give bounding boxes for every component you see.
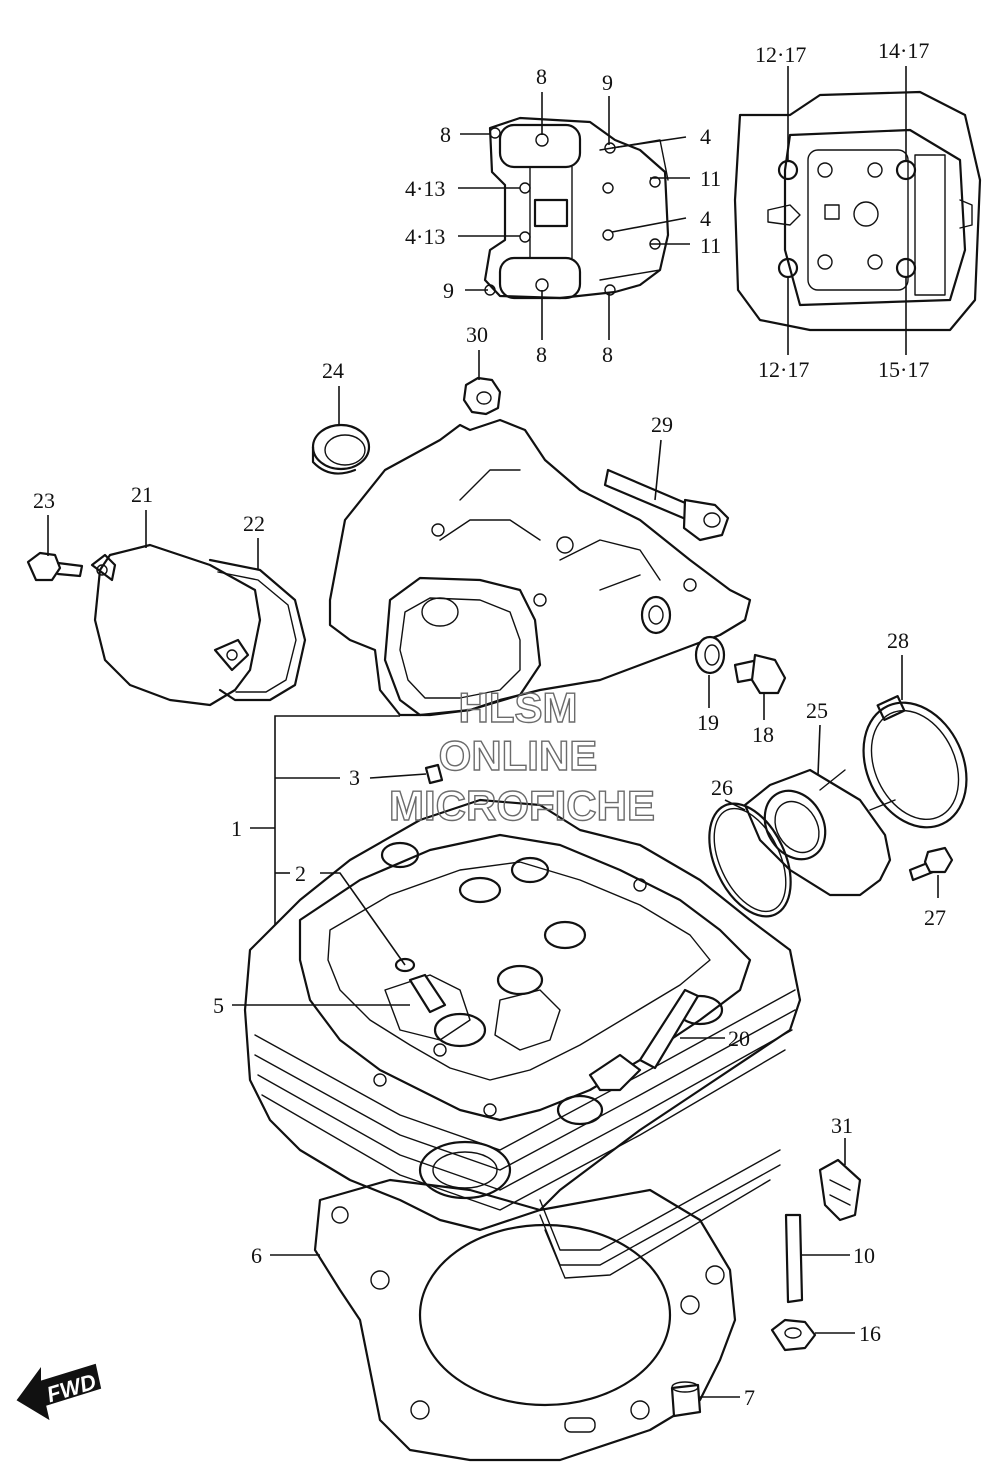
part-27-bolt xyxy=(908,846,954,882)
callout-19: 19 xyxy=(697,710,719,735)
callout-30: 30 xyxy=(466,322,488,347)
callout-5: 5 xyxy=(213,993,224,1018)
callout-4: 4 xyxy=(700,124,711,149)
head-bottom-view-inset xyxy=(733,90,982,332)
callout-7: 7 xyxy=(744,1385,755,1410)
callout-9: 9 xyxy=(443,278,454,303)
callout-21: 21 xyxy=(131,482,153,507)
part-18-plug xyxy=(733,653,787,695)
head-top-view-inset xyxy=(483,116,670,300)
callout-4-13: 4·13 xyxy=(405,176,445,201)
part-31-cap xyxy=(818,1158,862,1222)
callout-28: 28 xyxy=(887,628,909,653)
part-24-seal-ring xyxy=(311,423,371,475)
callout-10: 10 xyxy=(853,1243,875,1268)
fwd-arrow-icon: FWD xyxy=(16,1363,102,1421)
callout-8: 8 xyxy=(536,342,547,367)
callout-labels: 8 9 8 4 4·13 11 4 4·13 11 9 8 8 12·17 14… xyxy=(33,38,946,1410)
callout-2: 2 xyxy=(295,861,306,886)
callout-4: 4 xyxy=(700,206,711,231)
part-20-spark-plug xyxy=(588,988,700,1092)
part-22-gasket xyxy=(208,558,307,702)
watermark-line-2: ONLINE xyxy=(439,732,598,779)
callout-14-17: 14·17 xyxy=(878,38,929,63)
leader-lines xyxy=(47,66,939,1398)
part-23-bolt xyxy=(26,551,84,582)
part-16-nut xyxy=(770,1318,817,1352)
part-28-clamp xyxy=(862,695,968,829)
callout-8: 8 xyxy=(602,342,613,367)
callout-15-17: 15·17 xyxy=(878,357,929,382)
callout-27: 27 xyxy=(924,905,946,930)
callout-22: 22 xyxy=(243,511,265,536)
part-5-stud xyxy=(394,957,447,1014)
callout-11: 11 xyxy=(700,166,721,191)
fwd-label: FWD xyxy=(44,1369,99,1408)
cylinder-head xyxy=(243,798,802,1279)
part-3-dowel xyxy=(424,763,444,785)
cylinder-head-cover xyxy=(328,418,752,717)
part-10-stud xyxy=(784,1213,804,1304)
watermark-line-3: MICROFICHE xyxy=(389,782,655,829)
part-30-nut xyxy=(462,376,502,416)
callout-9: 9 xyxy=(602,70,613,95)
watermark: HLSM ONLINE MICROFICHE xyxy=(388,683,655,829)
callout-8: 8 xyxy=(440,122,451,147)
callout-23: 23 xyxy=(33,488,55,513)
part-21-cover xyxy=(90,543,262,707)
callout-1: 1 xyxy=(231,816,242,841)
callout-3: 3 xyxy=(349,765,360,790)
part-7-dowel xyxy=(670,1381,702,1418)
cylinder-head-gasket xyxy=(313,1178,737,1462)
callout-24: 24 xyxy=(322,358,344,383)
callout-12-17: 12·17 xyxy=(755,42,806,67)
callout-29: 29 xyxy=(651,412,673,437)
callout-26: 26 xyxy=(711,775,733,800)
part-26-o-ring xyxy=(708,802,792,918)
part-19-washer xyxy=(694,635,726,675)
part-25-intake-pipe xyxy=(743,768,896,897)
callout-6: 6 xyxy=(251,1243,262,1268)
callout-18: 18 xyxy=(752,722,774,747)
callout-8: 8 xyxy=(536,64,547,89)
callout-11: 11 xyxy=(700,233,721,258)
callout-16: 16 xyxy=(859,1321,881,1346)
callout-4-13: 4·13 xyxy=(405,224,445,249)
part-29-bolt xyxy=(603,468,730,542)
watermark-line-1: HLSM xyxy=(459,684,578,731)
callout-31: 31 xyxy=(831,1113,853,1138)
callout-20: 20 xyxy=(728,1026,750,1051)
callout-12-17: 12·17 xyxy=(758,357,809,382)
callout-25: 25 xyxy=(806,698,828,723)
